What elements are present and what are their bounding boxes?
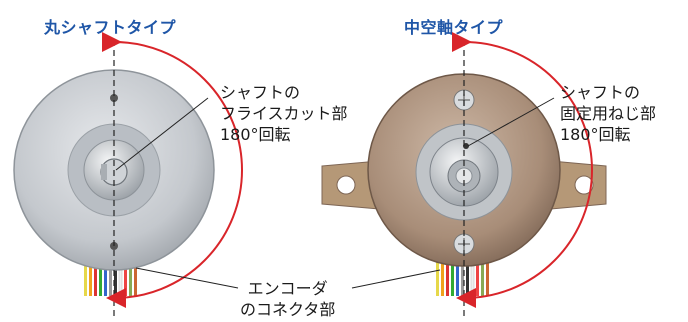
set-screw-callout: シャフトの 固定用ねじ部 180°回転 [560, 82, 656, 145]
flat-cut-callout-line2: フライスカット部 [220, 104, 348, 123]
hollow-shaft-type-title: 中空軸タイプ [404, 18, 504, 37]
flat-cut-callout: シャフトの フライスカット部 180°回転 [220, 82, 348, 145]
left-shaft-flat-cut [101, 164, 107, 180]
flat-cut-callout-line1: シャフトの [220, 83, 301, 102]
set-screw-callout-line2: 固定用ねじ部 [560, 104, 657, 123]
connector-callout-line1: エンコーダ [247, 279, 328, 298]
flat-cut-callout-line3: 180°回転 [220, 125, 291, 144]
left-connector-leader [135, 267, 239, 289]
round-shaft-encoder [13, 31, 243, 320]
left-callout-leader [115, 97, 209, 171]
connector-callout-line2: のコネクタ部 [240, 300, 336, 319]
set-screw-callout-line1: シャフトの [560, 83, 641, 102]
set-screw-callout-line3: 180°回転 [560, 125, 631, 144]
right-connector-leader [351, 269, 441, 289]
round-shaft-type-title: 丸シャフトタイプ [44, 18, 177, 37]
right-rotation-arrow [451, 31, 593, 308]
connector-callout: エンコーダ のコネクタ部 [240, 278, 335, 320]
left-rotation-arrow [101, 31, 243, 308]
right-callout-leader [467, 97, 555, 147]
right-connector-wires [436, 261, 489, 297]
hollow-shaft-encoder [321, 31, 607, 320]
